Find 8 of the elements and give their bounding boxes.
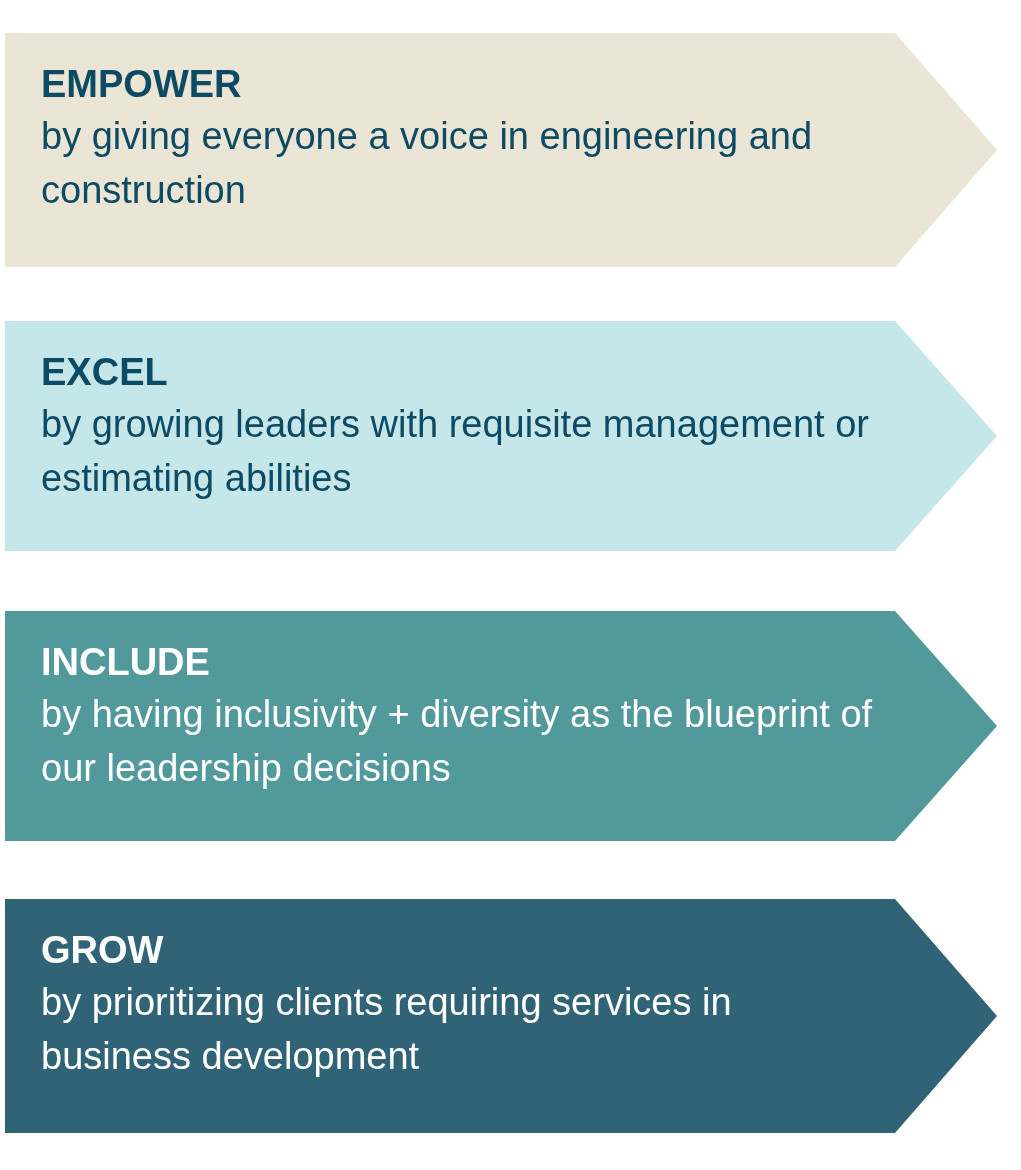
banner-heading: INCLUDE <box>41 640 210 685</box>
banner-text: by having inclusivity + diversity as the blueprint of our leadership decisions <box>41 692 874 791</box>
banner-text: by giving everyone a voice in engineering and construction <box>41 114 814 213</box>
banner-text: by prioritizing clients requiring services in business development <box>41 980 733 1079</box>
banner-text: by growing leaders with requisite management or estimating abilities <box>41 402 870 501</box>
banner-heading: EXCEL <box>41 350 168 395</box>
banner-heading: EMPOWER <box>41 62 242 107</box>
banner-heading: GROW <box>41 928 164 973</box>
